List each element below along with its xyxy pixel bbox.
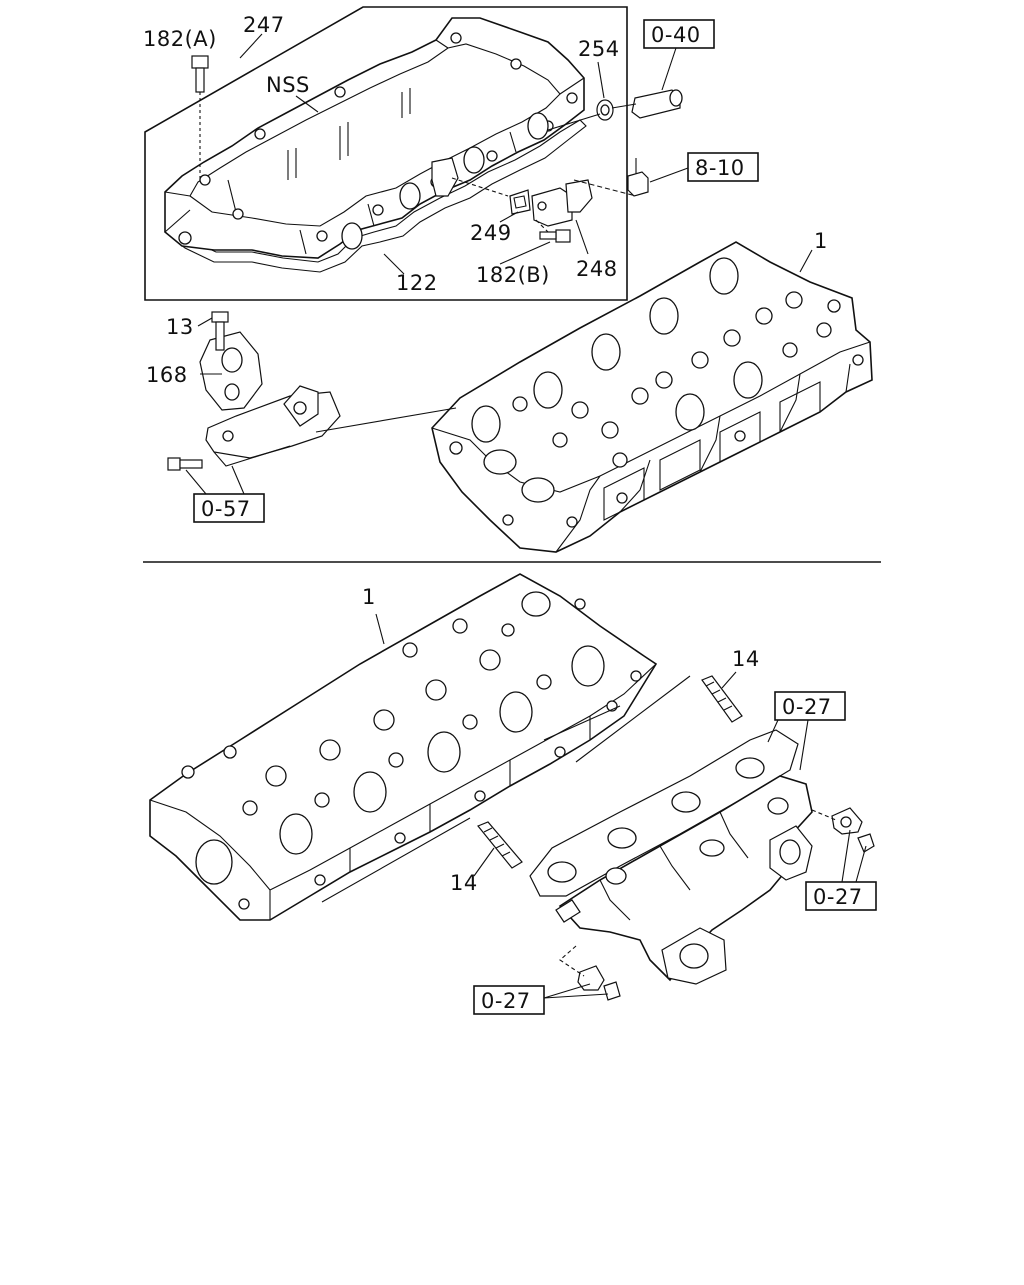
manifold-ports <box>605 797 789 885</box>
bolt-13 <box>211 311 229 351</box>
label-1-bottom: 1 <box>362 585 376 609</box>
sensor-boss <box>431 157 459 197</box>
stud-14-upper <box>701 675 743 723</box>
leader-14 <box>473 671 737 877</box>
head-top-bores <box>449 257 864 528</box>
label-14-upper: 14 <box>732 647 760 671</box>
leader-13 <box>197 317 213 327</box>
head-bottom-bores <box>181 591 642 910</box>
label-box-0-27-lower: 0-27 <box>481 989 531 1013</box>
label-box-0-27-right: 0-27 <box>813 885 863 909</box>
leader-1-top <box>799 249 813 273</box>
connector-8-10 <box>627 158 649 197</box>
group-frame <box>144 6 628 301</box>
cover-edge <box>164 39 585 233</box>
gasket-249 <box>509 189 531 215</box>
leader-254-cover <box>547 113 601 131</box>
bolt-182b <box>539 229 571 243</box>
nut-dash <box>559 809 837 977</box>
seal-254 <box>596 99 614 121</box>
label-247: 247 <box>243 13 285 37</box>
ref-box-0-27-upper[interactable] <box>774 691 846 721</box>
head-top-windows <box>603 381 821 521</box>
connector-dash <box>573 179 637 197</box>
label-box-0-57: 0-57 <box>201 497 251 521</box>
leader-0-27b <box>841 829 867 883</box>
sensor-248 <box>531 179 593 227</box>
ref-box-8-10[interactable] <box>687 152 759 182</box>
leader-248 <box>575 219 589 255</box>
head-top-body <box>431 241 873 553</box>
sensor-dash <box>451 177 549 233</box>
bracket-168 <box>199 331 341 467</box>
plug-hole <box>463 146 485 174</box>
rocker-cover-247 <box>164 17 585 259</box>
stud-left <box>555 899 581 923</box>
ref-box-0-27-right[interactable] <box>805 881 877 911</box>
head-top-webs <box>555 363 851 553</box>
label-254: 254 <box>578 37 620 61</box>
head-bottom-deck <box>149 663 657 891</box>
plug-hole <box>178 231 192 245</box>
leader-0-40 <box>661 47 677 91</box>
leader-8-10 <box>649 167 689 183</box>
label-1-top: 1 <box>814 229 828 253</box>
leader-254 <box>597 61 605 99</box>
plug-hole <box>341 222 363 250</box>
head-bottom-body <box>149 573 658 921</box>
label-122: 122 <box>396 271 438 295</box>
label-box-0-40: 0-40 <box>651 23 701 47</box>
ref-box-0-57[interactable] <box>193 493 265 523</box>
label-182b: 182(B) <box>476 263 550 287</box>
leader-249 <box>499 211 519 223</box>
plug-hole <box>399 182 421 210</box>
stud-14-lower <box>477 821 523 869</box>
manifold-dash-leaders <box>321 675 691 903</box>
label-168: 168 <box>146 363 188 387</box>
leader-nss <box>295 95 319 113</box>
leader-seal-fitting <box>611 103 637 109</box>
leader-122 <box>383 253 405 275</box>
label-249: 249 <box>470 221 512 245</box>
leader-0-57 <box>185 465 245 495</box>
label-182a: 182(A) <box>143 27 217 51</box>
cylinder-head-bottom <box>149 573 658 921</box>
leader-1-bottom <box>375 613 385 645</box>
manifold-gasket <box>529 729 799 897</box>
leader-bracket-head <box>315 407 457 433</box>
gasket-ports <box>547 757 765 883</box>
nut-0-27-bottom <box>577 965 621 1001</box>
head-bottom-webs <box>269 716 591 920</box>
label-nss: NSS <box>266 73 310 97</box>
rocker-cover-group <box>144 6 683 301</box>
label-box-0-27-upper: 0-27 <box>782 695 832 719</box>
breather-fitting <box>631 89 683 119</box>
label-box-8-10: 8-10 <box>695 156 745 180</box>
leader-0-27a <box>767 719 809 771</box>
nut-0-27-right <box>831 807 875 853</box>
leader-182b <box>499 241 551 265</box>
cylinder-head-top <box>431 241 873 553</box>
label-248: 248 <box>576 257 618 281</box>
label-13: 13 <box>166 315 194 339</box>
leader-0-27c <box>543 983 609 999</box>
rocker-cover-inner <box>189 43 561 227</box>
bolt-0-57 <box>167 457 203 471</box>
plug-hole <box>527 112 549 140</box>
bolt-182a <box>191 55 209 180</box>
manifold-runners <box>599 811 749 921</box>
exhaust-manifold <box>529 729 813 985</box>
leader-247 <box>239 33 263 59</box>
ref-box-0-27-lower[interactable] <box>473 985 545 1015</box>
label-14-lower: 14 <box>450 871 478 895</box>
ref-box-0-40[interactable] <box>643 19 715 49</box>
